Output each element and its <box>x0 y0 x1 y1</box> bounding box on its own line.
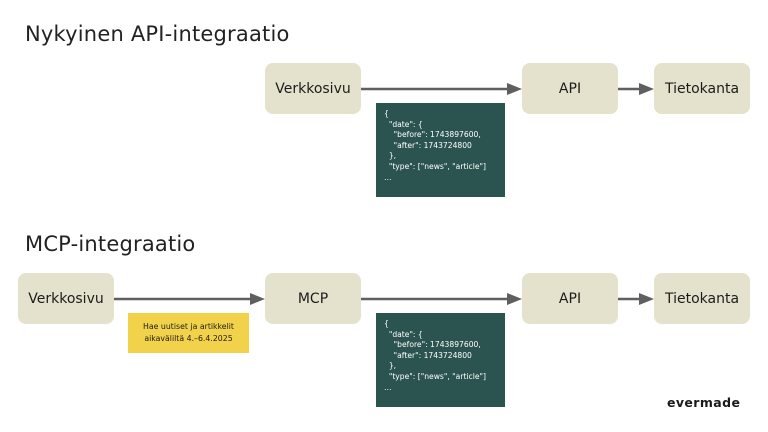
arrow-verkkosivu-to-api-current <box>361 83 522 95</box>
code-line: "after": 1743724800 <box>384 140 472 150</box>
natural-language-query-note: Hae uutiset ja artikkelit aikaväliltä 4.… <box>128 313 249 353</box>
code-line: }, <box>384 361 397 371</box>
code-line: }, <box>384 151 397 161</box>
code-line: "before": 1743897600, <box>384 130 481 140</box>
code-line: "type": ["news", "article"] <box>384 371 486 381</box>
code-line: "date": { <box>384 119 423 129</box>
code-line: { <box>384 109 389 118</box>
node-api-current: API <box>522 63 618 114</box>
node-label: Tietokanta <box>664 80 740 97</box>
code-line: "before": 1743897600, <box>384 340 481 350</box>
json-payload-current: { "date": { "before": 1743897600, "after… <box>376 103 505 197</box>
node-label: Verkkosivu <box>275 80 351 97</box>
node-api-mcp: API <box>522 273 618 324</box>
node-label: Tietokanta <box>664 290 740 307</box>
node-label: MCP <box>297 290 329 307</box>
node-tietokanta-current: Tietokanta <box>654 63 750 114</box>
code-line: { <box>384 319 389 328</box>
section-title-current: Nykyinen API-integraatio <box>25 22 290 46</box>
node-mcp: MCP <box>265 273 361 324</box>
evermade-logo: evermade <box>667 395 741 410</box>
arrow-api-to-tietokanta-mcp <box>618 293 654 305</box>
arrow-verkkosivu-to-mcp <box>114 293 265 305</box>
node-verkkosivu-mcp: Verkkosivu <box>18 273 114 324</box>
code-line: … <box>384 172 392 182</box>
code-line: "date": { <box>384 329 423 339</box>
arrow-api-to-tietokanta-current <box>618 83 654 95</box>
note-line: aikaväliltä 4.–6.4.2025 <box>144 334 233 343</box>
code-line: "after": 1743724800 <box>384 350 472 360</box>
note-line: Hae uutiset ja artikkelit <box>143 322 234 331</box>
code-line: "type": ["news", "article"] <box>384 161 486 171</box>
node-label: Verkkosivu <box>28 290 104 307</box>
node-label: API <box>558 80 582 97</box>
node-verkkosivu-current: Verkkosivu <box>265 63 361 114</box>
json-payload-mcp: { "date": { "before": 1743897600, "after… <box>376 313 505 407</box>
arrow-mcp-to-api <box>361 293 522 305</box>
section-title-mcp: MCP-integraatio <box>25 232 196 256</box>
code-line: … <box>384 382 392 392</box>
node-tietokanta-mcp: Tietokanta <box>654 273 750 324</box>
node-label: API <box>558 290 582 307</box>
